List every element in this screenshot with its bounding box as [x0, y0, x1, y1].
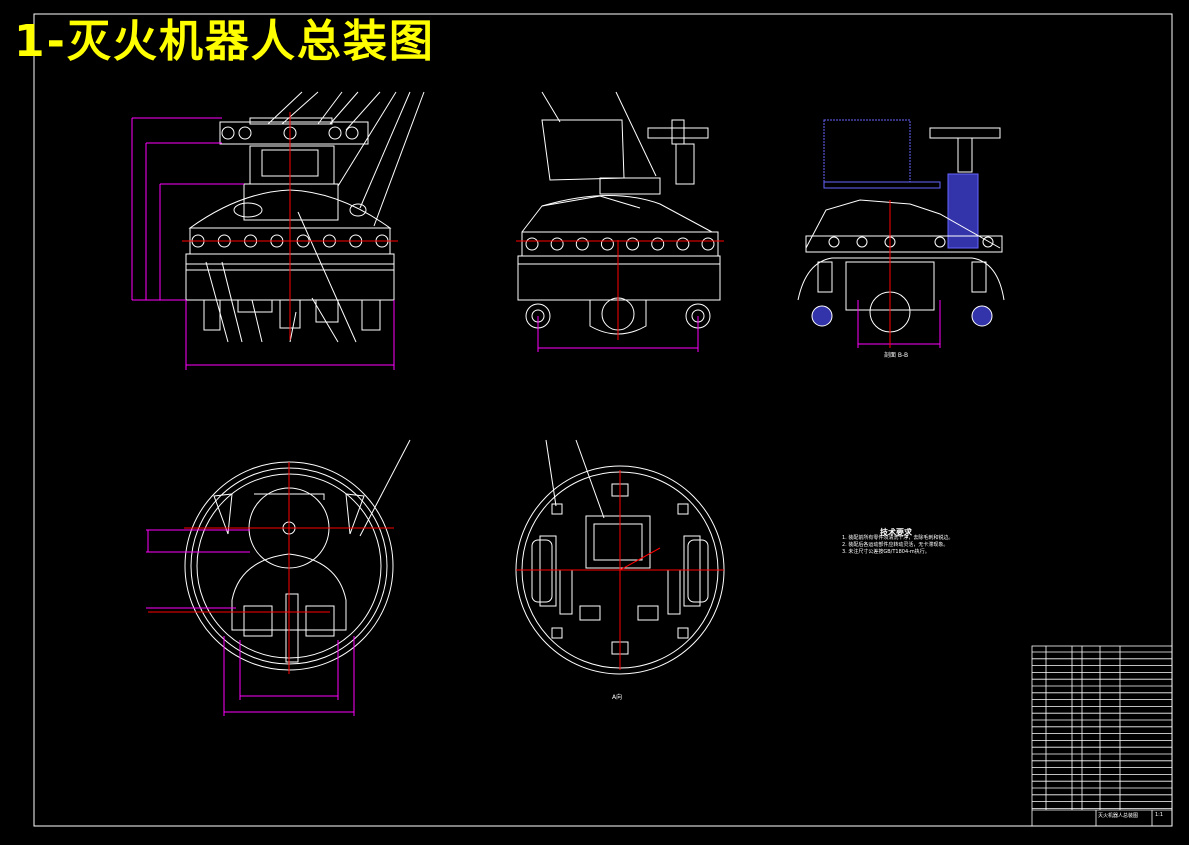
sensor-hole	[550, 237, 564, 251]
technical-note-1: 1. 装配前所有零件须清洗干净，去除毛刺和锐边。	[842, 535, 954, 541]
top-view	[184, 439, 411, 671]
front-view-dimensions	[131, 117, 395, 370]
sensor-hole	[701, 237, 715, 251]
sensor-hole	[626, 237, 640, 251]
sensor-hole	[676, 237, 690, 251]
technical-note-2: 2. 装配后各运动部件应转动灵活，无卡滞现象。	[842, 542, 949, 548]
top-view-dimensions	[146, 529, 355, 716]
title-block-scale: 1:1	[1155, 812, 1164, 818]
side-view-dimensions	[537, 316, 699, 352]
bottom-view-centerlines	[516, 470, 724, 670]
sensor-hole	[575, 237, 589, 251]
section-view-label: 剖面 B-B	[884, 352, 909, 359]
section-view	[797, 119, 1005, 333]
bottom-view-label: A向	[612, 694, 623, 701]
title-block	[1031, 645, 1173, 827]
sheet-border	[33, 13, 1173, 827]
front-view-centerlines	[182, 112, 398, 340]
front-view	[185, 91, 425, 343]
sensor-hole	[525, 237, 539, 251]
top-view-centerlines	[148, 462, 394, 674]
sensor-hole	[651, 237, 665, 251]
technical-requirements-heading: 技术要求	[880, 528, 912, 537]
drawing-title: 1-灭火机器人总装图	[14, 16, 435, 67]
title-block-drawing-name: 灭火机器人总装图	[1098, 813, 1139, 819]
technical-note-3: 3. 未注尺寸公差按GB/T1804-m执行。	[842, 549, 930, 555]
side-view-centerlines	[516, 240, 724, 340]
side-view	[517, 91, 721, 335]
sensor-hole	[600, 237, 614, 251]
